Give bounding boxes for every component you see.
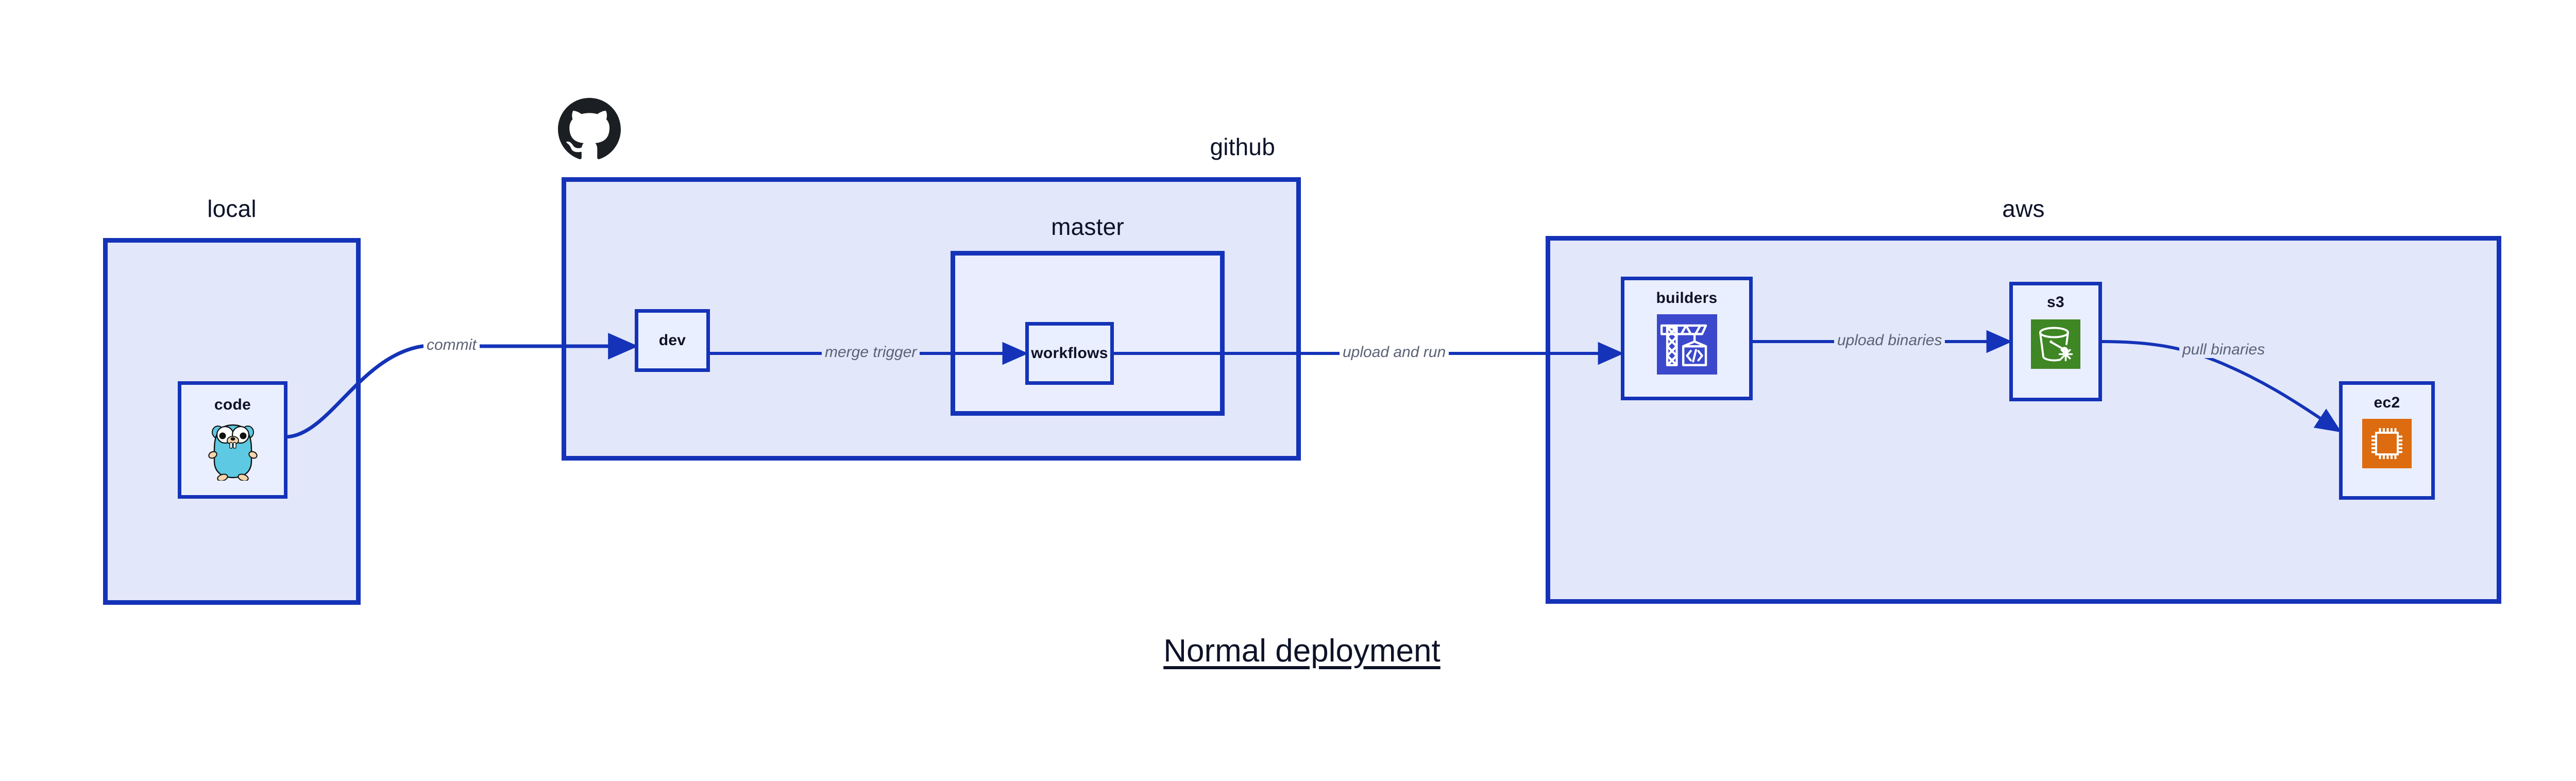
node-code-label: code [214, 396, 251, 413]
node-builders[interactable]: builders [1621, 277, 1753, 400]
group-aws-label: aws [2002, 195, 2045, 222]
node-ec2-label: ec2 [2374, 394, 2400, 411]
github-octocat-logo [558, 98, 621, 161]
aws-ec2-chip-icon [2362, 419, 2412, 471]
node-s3-label: s3 [2047, 294, 2064, 311]
edge-commit-label: commit [423, 337, 480, 353]
group-github-label: github [1210, 133, 1275, 160]
aws-s3-glacier-icon [2031, 319, 2080, 371]
diagram-title: Normal deployment [1163, 633, 1440, 669]
go-gopher-icon [207, 420, 259, 483]
aws-codebuild-icon [1656, 314, 1717, 377]
node-s3[interactable]: s3 [2009, 282, 2102, 401]
edge-merge-trigger-label: merge trigger [822, 344, 920, 361]
node-builders-label: builders [1656, 290, 1718, 307]
group-local-label: local [207, 195, 257, 222]
node-dev[interactable]: dev [635, 309, 710, 372]
node-ec2[interactable]: ec2 [2339, 381, 2435, 500]
node-dev-label: dev [658, 332, 686, 349]
node-workflows[interactable]: workflows [1025, 322, 1114, 385]
node-workflows-label: workflows [1031, 345, 1108, 362]
group-master-label: master [1051, 213, 1124, 240]
edge-upload-and-run-label: upload and run [1340, 344, 1449, 361]
edge-pull-binaries-label: pull binaries [2179, 342, 2268, 358]
edge-upload-binaries-label: upload binaries [1834, 332, 1945, 349]
node-code[interactable]: code [178, 381, 287, 499]
